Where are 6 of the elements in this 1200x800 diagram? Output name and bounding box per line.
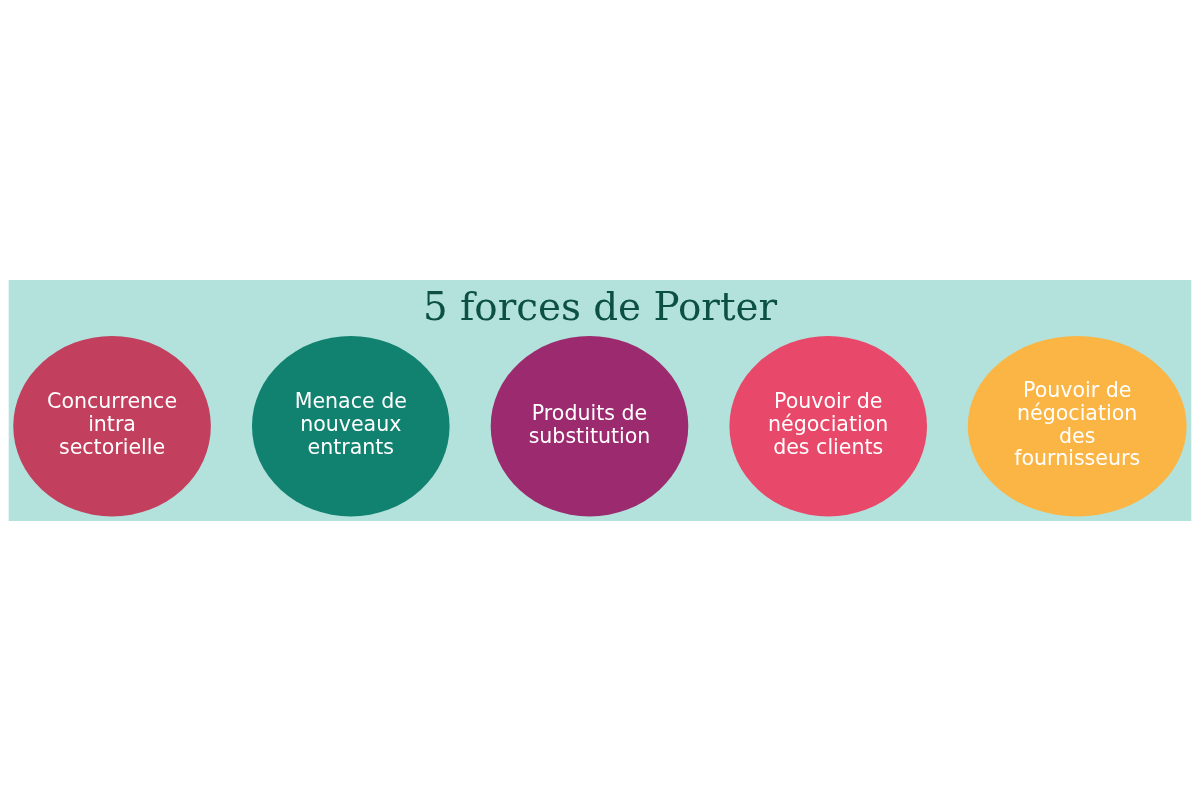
node-circle: Menace de nouveaux entrants: [252, 335, 450, 516]
node-circle: Produits de substitution: [490, 335, 689, 516]
node-ellipse: Pouvoir de négociation des fournisseurs: [967, 335, 1187, 516]
diagram-title: 5 forces de Porter: [422, 283, 778, 329]
node-circle: Pouvoir de négociation des clients: [729, 335, 927, 516]
node-circle: Concurrence intra sectorielle: [13, 335, 211, 516]
